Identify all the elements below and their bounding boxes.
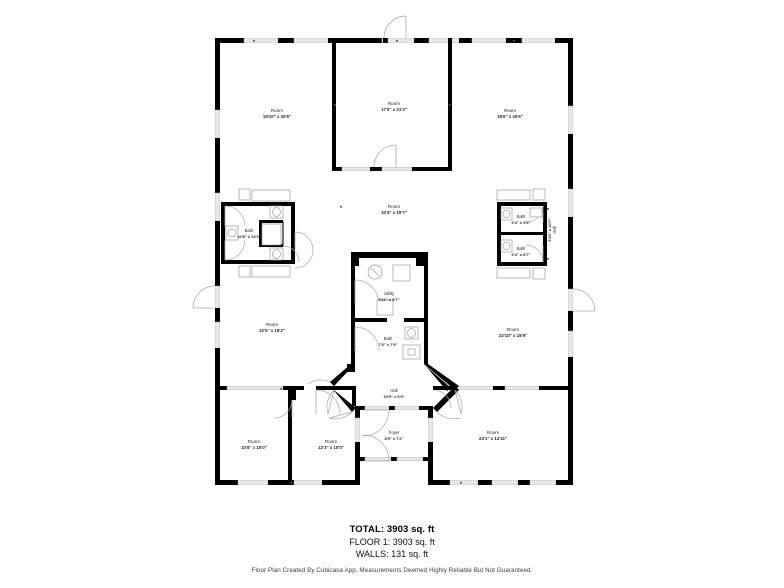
hall-right-label-group: Hall 3'10" x 10'7" bbox=[547, 218, 557, 242]
hall-angled-walls bbox=[330, 364, 459, 412]
room-top-right-name: Room bbox=[504, 108, 516, 113]
room-top-left-name: Room bbox=[271, 108, 283, 113]
room-top-center-name: Room bbox=[388, 101, 400, 106]
doors bbox=[192, 15, 596, 462]
room-mid-right-dim: 22'10" x 18'9" bbox=[499, 333, 527, 338]
bath-left-name: Bath bbox=[245, 228, 254, 233]
room-bot-left-dim: 10'8" x 15'0" bbox=[241, 445, 267, 450]
total-area: TOTAL: 3903 sq. ft bbox=[349, 524, 435, 535]
room-bot-right-dim: 23'1" x 14'11" bbox=[479, 436, 507, 441]
bath-right-lower-name: Bath bbox=[517, 246, 526, 251]
foyer-name: Foyer bbox=[389, 430, 400, 435]
room-top-left-dim: 18'10" x 26'5" bbox=[263, 114, 291, 119]
foyer-dim: 8'5" x 7'2" bbox=[384, 436, 403, 441]
room-top-right-dim: 18'6" x 26'6" bbox=[497, 114, 523, 119]
room-bot-center-name: Room bbox=[325, 439, 337, 444]
room-bot-center-dim: 12'3" x 15'0" bbox=[318, 445, 344, 450]
hall-center-name: Hall bbox=[390, 388, 397, 393]
room-center-dim: 33'4" x 15'7" bbox=[381, 210, 407, 215]
room-mid-left-dim: 22'5" x 18'2" bbox=[259, 328, 285, 333]
hall-center-dim: 15'9" x 6'9" bbox=[383, 394, 404, 399]
bath-right-upper-dim: 6'4" x 5'6" bbox=[511, 220, 530, 225]
hall-right-dim: 3'10" x 10'7" bbox=[547, 218, 552, 242]
utility-name: Utility bbox=[384, 291, 395, 296]
bath-center-dim: 7'6" x 7'9" bbox=[378, 342, 397, 347]
room-center-name: Room bbox=[388, 204, 400, 209]
fixtures bbox=[225, 188, 546, 360]
credit-note: Floor Plan Created By Cubicasa App. Meas… bbox=[251, 567, 533, 574]
room-top-center-dim: 17'5" x 21'3" bbox=[381, 107, 407, 112]
bath-right-lower-dim: 6'4" x 8'7" bbox=[511, 252, 530, 257]
bath-center-name: Bath bbox=[384, 336, 393, 341]
bath-right-upper-name: Bath bbox=[517, 214, 526, 219]
room-mid-left-name: Room bbox=[266, 322, 278, 327]
area-summary: TOTAL: 3903 sq. ft FLOOR 1: 3903 sq. ft … bbox=[0, 524, 784, 560]
room-mid-right-name: Room bbox=[507, 327, 519, 332]
room-bot-left-name: Room bbox=[248, 439, 260, 444]
bath-left-dim: 10'8" x 10'0" bbox=[237, 234, 261, 239]
room-bot-right-name: Room bbox=[487, 430, 499, 435]
floor1-area: FLOOR 1: 3903 sq. ft bbox=[349, 537, 435, 547]
walls-area: WALLS: 131 sq. ft bbox=[355, 549, 429, 559]
measure-markers bbox=[253, 40, 549, 484]
hall-right-name: Hall bbox=[552, 226, 557, 233]
utility-dim: 9'11" x 8'7" bbox=[378, 297, 399, 302]
